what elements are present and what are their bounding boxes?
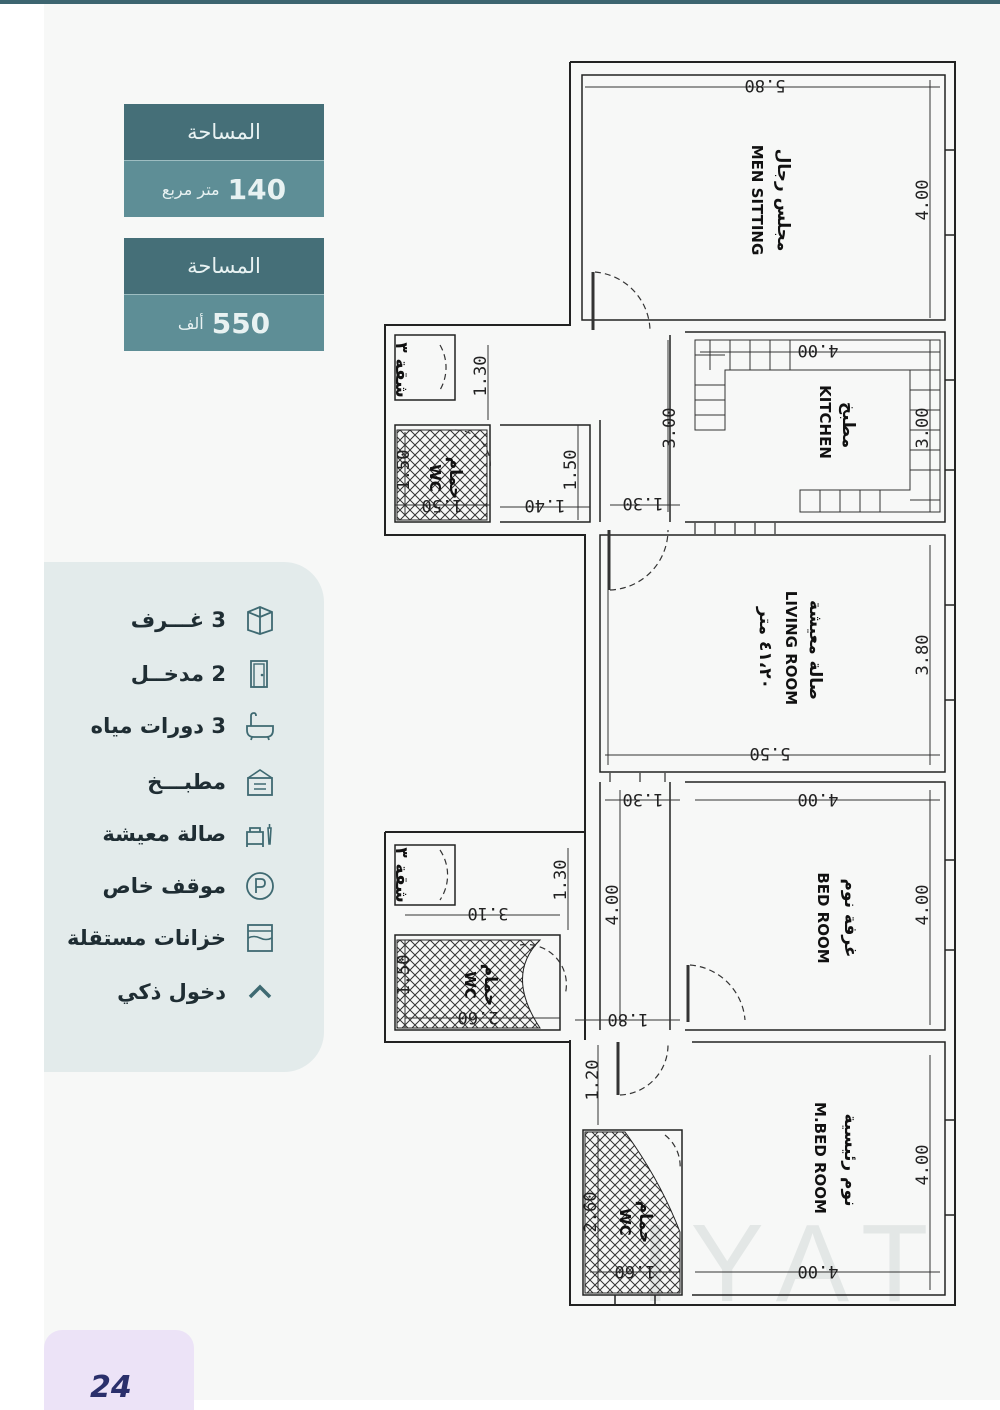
wc-master-label-en: WC (616, 1208, 634, 1236)
feature-rooms-label: 3 غـــرف (130, 608, 226, 632)
dim-400-men: 4.00 (913, 180, 933, 221)
master-label-ar: نوم رئيسية (840, 1113, 860, 1206)
dim-400-master: 4.00 (798, 1261, 839, 1281)
feature-entrances: 2 مدخــل (131, 658, 276, 690)
dim-150-d: 1.50 (394, 955, 414, 996)
dim-300-corridor: 3.00 (660, 408, 680, 449)
feature-living: صالة معيشة (102, 818, 276, 850)
area-value: 140 (227, 172, 287, 206)
dim-180: 1.80 (608, 1009, 649, 1029)
dim-130-lower: 1.30 (551, 860, 571, 901)
men-sitting-wall (581, 74, 946, 321)
feature-tanks: خزانات مستقلة (67, 922, 276, 954)
bedroom-label-en: BED ROOM (814, 872, 832, 963)
feature-bathrooms: 3 دورات مياه (91, 710, 276, 742)
dim-120: 1.20 (583, 1060, 603, 1101)
feature-kitchen-label: مطبـــخ (147, 770, 226, 794)
sofa-icon (244, 818, 276, 850)
door-icon (244, 658, 276, 690)
outer-wall-lower (384, 831, 585, 1043)
dim-140: 1.40 (525, 495, 566, 515)
dim-400-corridor: 4.00 (603, 885, 623, 926)
living-wall (599, 534, 946, 773)
outer-wall-north (384, 62, 586, 1040)
area-card: المساحة متر مربع 140 (124, 104, 324, 217)
features-panel: 3 غـــرف 2 مدخــل 3 دورات مياه مطبـــخ ص… (44, 562, 324, 1072)
men-sitting-label-en: MEN SITTING (748, 145, 766, 256)
dim-550: 5.50 (750, 743, 791, 763)
dim-130-upper: 1.30 (471, 356, 491, 397)
dim-260-a: 2.60 (458, 1007, 499, 1027)
left-margin (0, 0, 44, 1400)
page-number: 24 (90, 1370, 132, 1405)
living-label-ar: صالة معيشة (805, 600, 825, 700)
dim-150-c: 1.50 (394, 450, 414, 491)
dim-130-mid: 1.30 (623, 789, 664, 809)
dim-400-kitchen: 4.00 (798, 340, 839, 360)
dim-310: 3.10 (468, 903, 509, 923)
kitchen-wall (685, 331, 946, 523)
living-label-en: LIVING ROOM (782, 591, 800, 705)
feature-parking: موقف خاص (102, 870, 276, 902)
parking-icon (244, 870, 276, 902)
shaft-upper-label: شقة ٣ (391, 342, 411, 398)
dim-130-corridor: 1.30 (623, 493, 664, 513)
wc-upper-label-en: WC (426, 464, 444, 492)
tank-icon (244, 922, 276, 954)
price-card-value-row: ألف 550 (124, 295, 324, 351)
dim-400-bed-side: 4.00 (913, 885, 933, 926)
wc-lower-hatch (396, 939, 542, 1029)
kitchen-icon (244, 766, 276, 798)
feature-smart-entry: دخول ذكي (117, 976, 276, 1008)
top-border (0, 0, 1000, 4)
kitchen-label-ar: مطبخ (838, 402, 858, 448)
wc-lower-label-ar: حمام (480, 964, 500, 1007)
bathtub-icon (244, 710, 276, 742)
area-card-label: المساحة (124, 104, 324, 161)
shaft-upper (394, 334, 456, 401)
dim-260-b: 2.60 (581, 1192, 601, 1233)
price-value: 550 (211, 306, 271, 340)
living-area-label: ٤١،٢٠ متر (755, 606, 775, 689)
dim-400-master-side: 4.00 (913, 1145, 933, 1186)
shaft-lower-label: شقة ٣ (391, 847, 411, 903)
bedroom-wall (685, 781, 946, 1031)
feature-parking-label: موقف خاص (102, 874, 226, 898)
dim-160: 1.60 (615, 1261, 656, 1281)
dim-150-a: 1.50 (561, 450, 581, 491)
price-card: المساحة ألف 550 (124, 238, 324, 351)
feature-entrances-label: 2 مدخــل (130, 662, 226, 686)
price-card-label: المساحة (124, 238, 324, 295)
dim-580: 5.80 (745, 75, 786, 95)
feature-smart-entry-label: دخول ذكي (117, 980, 226, 1004)
feature-bathrooms-label: 3 دورات مياه (90, 714, 226, 738)
room-icon (244, 604, 276, 636)
wc-upper-label-ar: حمام (445, 457, 465, 500)
feature-kitchen: مطبـــخ (147, 766, 276, 798)
master-label-en: M.BED ROOM (811, 1102, 829, 1214)
area-card-value-row: متر مربع 140 (124, 161, 324, 217)
dim-400-bed: 4.00 (798, 789, 839, 809)
dim-380: 3.80 (913, 635, 933, 676)
wc-master-label-ar: حمام (635, 1201, 655, 1244)
feature-living-label: صالة معيشة (102, 822, 226, 846)
price-unit: ألف (177, 313, 204, 333)
page-number-tab (44, 1330, 194, 1410)
feature-rooms: 3 غـــرف (131, 604, 276, 636)
shaft-lower (394, 844, 456, 906)
bedroom-label-ar: غرفة نوم (840, 878, 860, 957)
men-sitting-label-ar: مجلس رجال (773, 149, 793, 252)
dim-150-b: 1.50 (422, 495, 463, 515)
master-wall (692, 1041, 946, 1296)
chevron-up-icon (244, 976, 276, 1008)
area-unit: متر مربع (161, 179, 220, 199)
wc-master-hatch (584, 1131, 681, 1294)
dim-300-kitchen: 3.00 (913, 408, 933, 449)
wc-lower-label-en: WC (461, 971, 479, 999)
outer-wall-east (569, 61, 956, 1306)
feature-tanks-label: خزانات مستقلة (67, 926, 226, 950)
kitchen-label-en: KITCHEN (816, 385, 834, 459)
